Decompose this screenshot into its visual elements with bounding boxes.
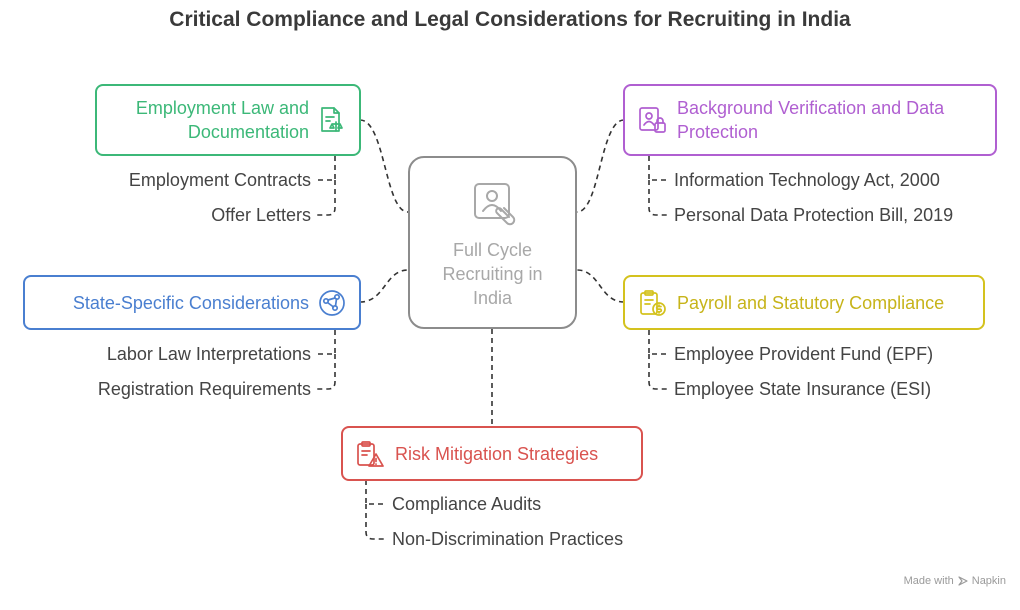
branch-state-specific: State-Specific Considerations [23, 275, 361, 330]
branch-risk-mitigation: Risk Mitigation Strategies [341, 426, 643, 481]
clipboard-warning-icon [357, 440, 384, 467]
branch-label-line: State-Specific Considerations [72, 292, 309, 313]
center-label-line: India [472, 288, 513, 308]
branch-label: Risk Mitigation Strategies [395, 442, 598, 466]
center-label-line: Full Cycle [452, 240, 532, 260]
recruiter-clip-icon [474, 183, 516, 226]
item-registration: Registration Requirements [97, 379, 311, 399]
branch-label: Background Verification and Data Protect… [677, 96, 944, 144]
item-offer-letters: Offer Letters [211, 205, 311, 225]
connector-employment-law [359, 119, 409, 213]
item-compliance-audits: Compliance Audits [392, 494, 542, 514]
payroll-clipboard-icon [640, 289, 666, 316]
branch-label-line: Protection [677, 122, 759, 142]
footer-watermark: Made with Napkin [904, 575, 1006, 587]
branch-label-line: Background Verification and Data [677, 98, 945, 118]
diagram-title: Critical Compliance and Legal Considerat… [169, 8, 851, 31]
connector-item-risk-1 [365, 504, 385, 540]
legal-document-icon [321, 107, 343, 132]
center-node: Full Cycle Recruiting in India [408, 156, 577, 329]
connector-item-payroll-0 [648, 330, 668, 355]
connector-item-payroll-1 [648, 354, 668, 390]
connector-item-employment-1 [316, 180, 336, 216]
branch-label: Payroll and Statutory Compliance [677, 291, 944, 315]
item-epf: Employee Provident Fund (EPF) [674, 344, 934, 364]
center-label-line: Recruiting in [442, 264, 543, 284]
branch-label-line: Payroll and Statutory Compliance [677, 292, 945, 313]
branch-label-line: Employment Law and [135, 98, 309, 118]
item-it-act: Information Technology Act, 2000 [674, 170, 940, 190]
connector-state-specific [359, 269, 409, 303]
connector-item-state-0 [316, 330, 336, 355]
item-labor-law: Labor Law Interpretations [106, 344, 311, 364]
branch-payroll: Payroll and Statutory Compliance [623, 275, 985, 330]
network-globe-icon [319, 289, 345, 316]
footer-brand: Napkin [971, 575, 1006, 587]
item-esi: Employee State Insurance (ESI) [674, 379, 932, 399]
connector-item-state-1 [316, 354, 336, 390]
branch-label-line: Risk Mitigation Strategies [395, 443, 599, 464]
branch-label-line: Documentation [187, 122, 309, 142]
id-lock-icon [639, 107, 666, 133]
connector-item-risk-0 [365, 480, 385, 505]
item-data-protection-bill: Personal Data Protection Bill, 2019 [674, 205, 954, 225]
branch-employment-law: Employment Law and Documentation [95, 84, 361, 156]
footer-made-with: Made with [903, 575, 954, 587]
center-label: Full Cycle Recruiting in India [410, 238, 575, 310]
branch-background-verification: Background Verification and Data Protect… [623, 84, 997, 156]
item-non-discrimination: Non-Discrimination Practices [392, 529, 624, 549]
connector-item-background-1 [648, 180, 668, 216]
napkin-logo-icon [958, 576, 968, 586]
connector-background-verification [576, 119, 625, 213]
branch-label: State-Specific Considerations [73, 291, 309, 315]
branch-label: Employment Law and Documentation [136, 96, 309, 144]
connector-item-background-0 [648, 156, 668, 181]
connector-payroll [576, 269, 625, 303]
connector-item-employment-0 [316, 156, 336, 181]
item-employment-contracts: Employment Contracts [128, 170, 311, 190]
